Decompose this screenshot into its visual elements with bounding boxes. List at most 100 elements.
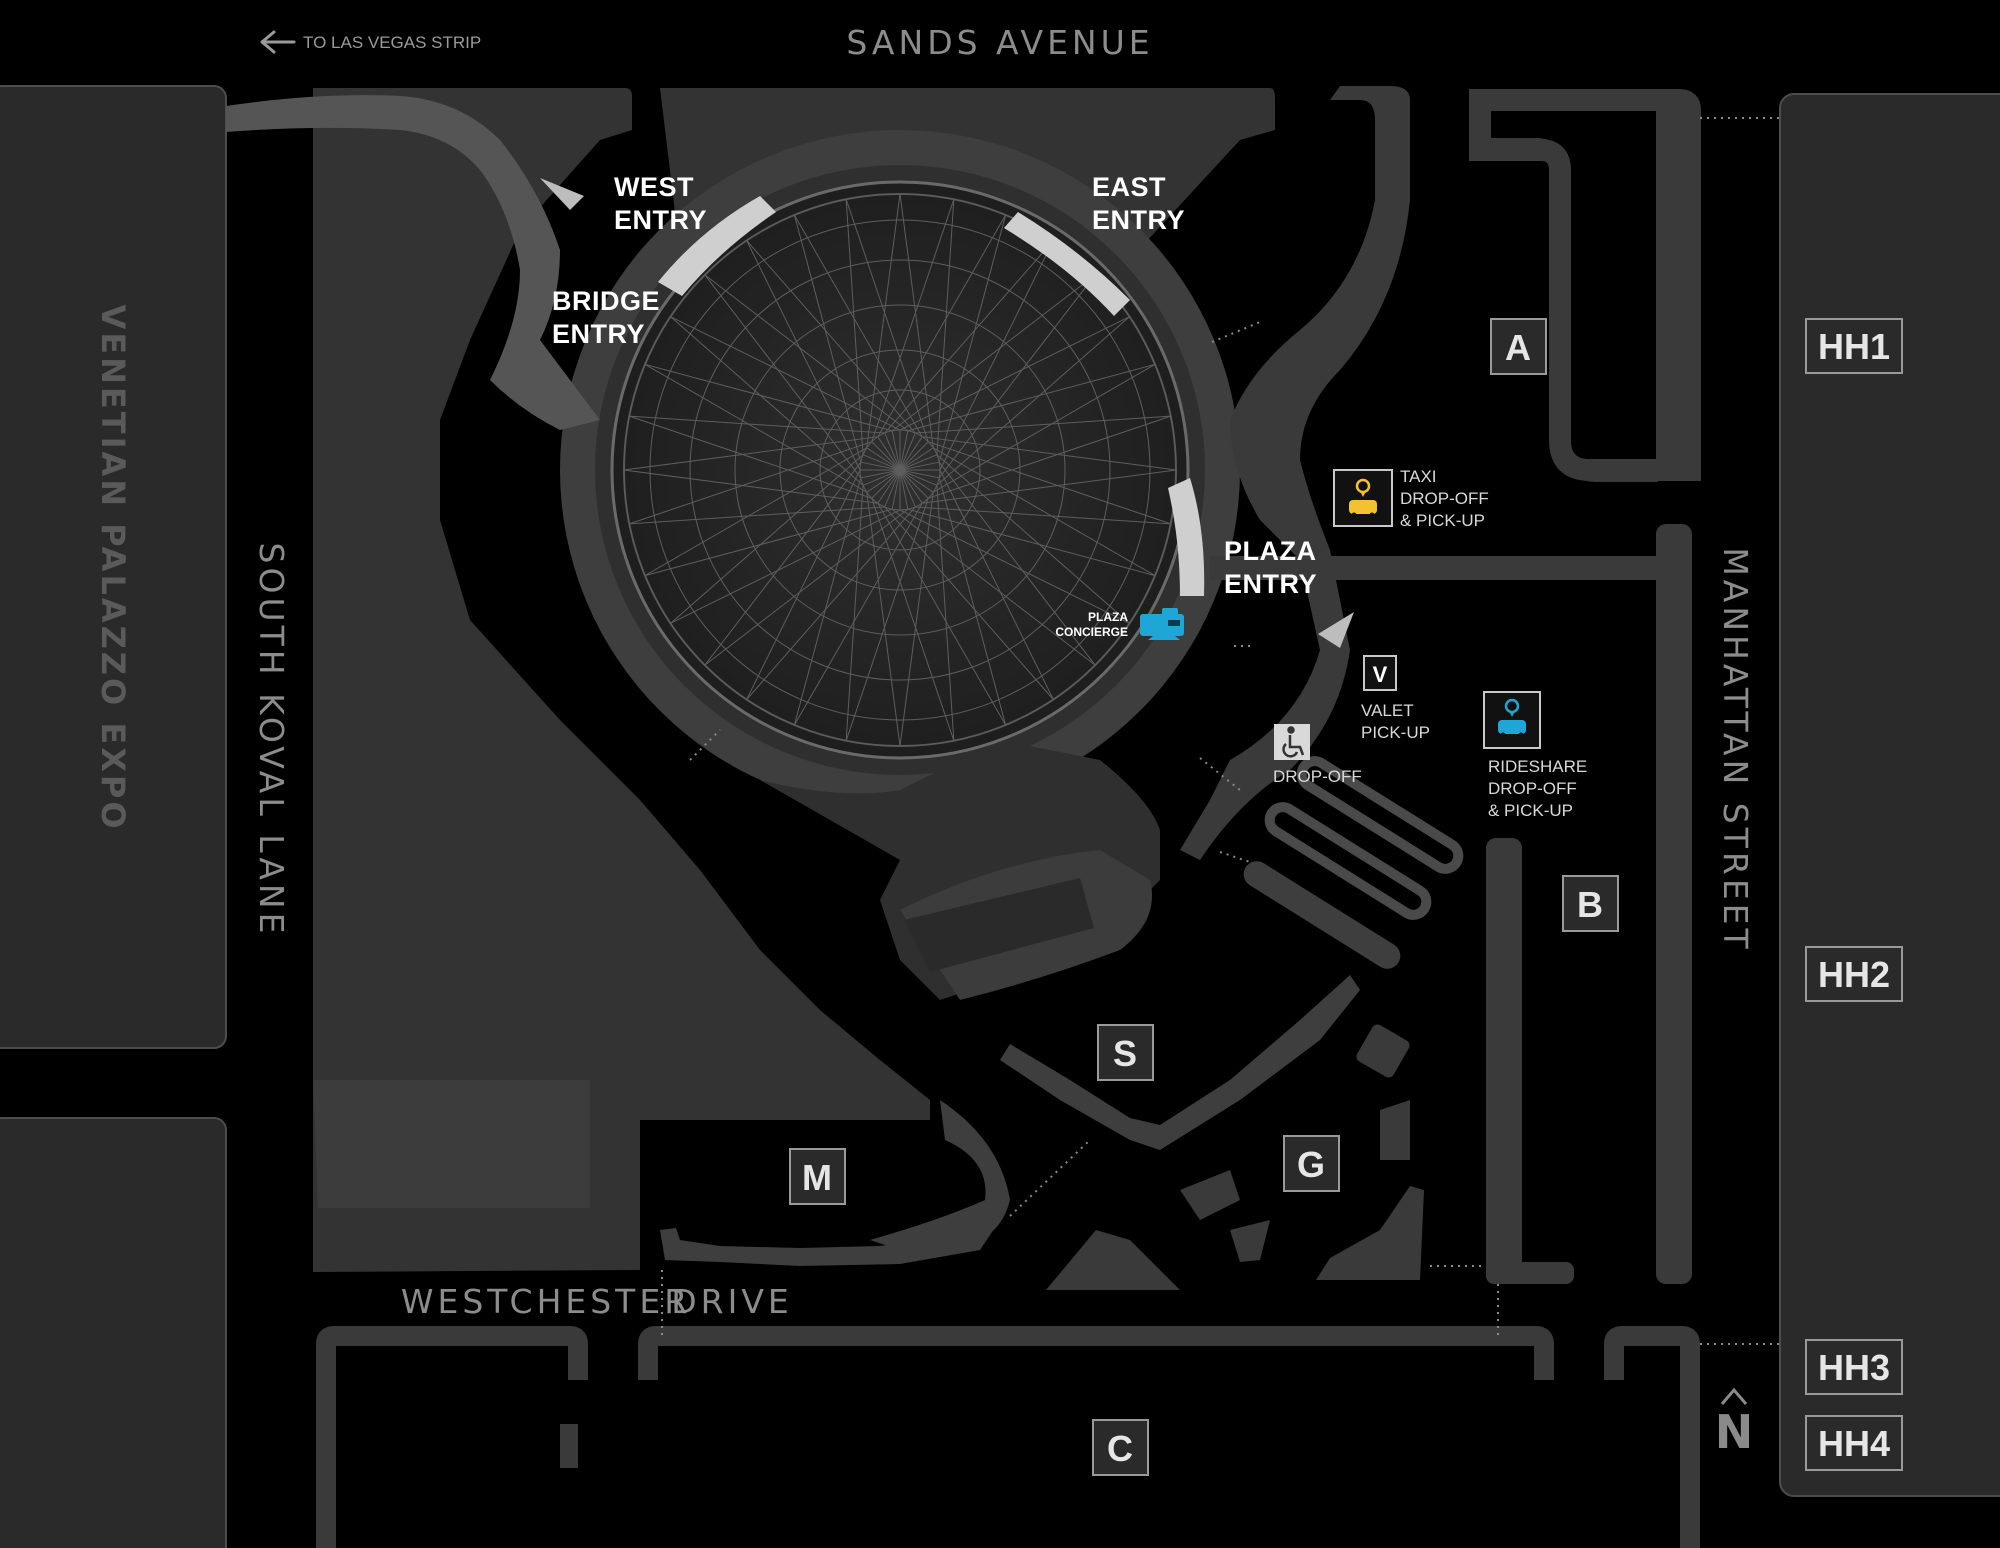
rideshare-label-3: & PICK-UP (1488, 801, 1573, 820)
east-drive (1180, 86, 1410, 860)
lot-m-label: M (802, 1157, 832, 1198)
lot-a-marker[interactable]: A (1490, 318, 1547, 375)
g-corner (1316, 1186, 1424, 1280)
lot-b-marker[interactable]: B (1562, 875, 1619, 932)
lot-c-label: C (1107, 1428, 1133, 1469)
lot-b-road (1486, 838, 1522, 1278)
g-block-1 (1356, 1024, 1410, 1078)
venetian-block-south (0, 1117, 227, 1548)
valet-stall-1 (1296, 756, 1464, 874)
lot-c-marker[interactable]: C (1092, 1419, 1149, 1476)
lot-hh3-label: HH3 (1818, 1347, 1890, 1388)
hh-block (1779, 93, 2000, 1497)
plaza-crosswalk (1318, 612, 1354, 648)
west-entry-label-2: ENTRY (614, 205, 707, 235)
lot-g-label: G (1297, 1144, 1325, 1185)
plaza-entry-label-1: PLAZA (1224, 536, 1317, 566)
sphere-dome (610, 180, 1190, 760)
east-road-b (1656, 524, 1692, 1284)
venetian-palazzo-expo-label: VENETIAN PALAZZO EXPO (94, 304, 132, 831)
taxi-label-3: & PICK-UP (1400, 511, 1485, 530)
g-triangle (1046, 1230, 1180, 1290)
lot-a-wall (1470, 100, 1658, 482)
to-strip-label: TO LAS VEGAS STRIP (303, 33, 481, 52)
g-block-4 (1230, 1220, 1270, 1262)
ramp-road-2 (870, 1100, 1010, 1250)
north-label: N (1715, 1405, 1754, 1459)
arrow-left-icon (260, 30, 296, 54)
north-arrow-icon (1720, 1387, 1748, 1405)
lot-sw-post (560, 1424, 578, 1468)
valet-badge (1363, 655, 1397, 691)
pedestrian-bridge (226, 95, 600, 430)
west-entry-label-1: WEST (614, 172, 694, 202)
rideshare-service[interactable]: RIDESHARE DROP-OFF & PICK-UP (1483, 691, 1587, 820)
g-block-3 (1180, 1170, 1240, 1220)
street-south-koval-lane: SOUTH KOVAL LANE (252, 543, 291, 938)
lot-m-marker[interactable]: M (789, 1148, 846, 1205)
lot-s-marker[interactable]: S (1097, 1024, 1154, 1081)
garage-roof (904, 878, 1094, 972)
lot-hh3-marker[interactable]: HH3 (1805, 1339, 1903, 1395)
rideshare-label-2: DROP-OFF (1488, 779, 1577, 798)
accessible-dropoff[interactable]: DROP-OFF (1273, 724, 1362, 786)
lot-hh1-label: HH1 (1818, 326, 1890, 367)
valet-badge-letter: V (1373, 662, 1388, 687)
street-sands-avenue: SANDS AVENUE (846, 23, 1153, 62)
lot-a-label: A (1505, 327, 1531, 368)
street-drive: DRIVE (671, 1282, 793, 1321)
lot-b-bottom (1486, 1262, 1574, 1284)
lot-sw-outline (316, 1326, 588, 1548)
to-strip-direction: TO LAS VEGAS STRIP (260, 30, 481, 54)
site-west-highlight (313, 1080, 590, 1208)
lot-hh4-marker[interactable]: HH4 (1805, 1415, 1903, 1471)
taxi-icon-box (1333, 469, 1393, 527)
wheelchair-icon (1282, 726, 1305, 758)
lot-hh1-marker[interactable]: HH1 (1805, 318, 1903, 374)
concierge-label-1: PLAZA (1088, 610, 1128, 624)
street-manhattan-street: MANHATTAN STREET (1716, 547, 1755, 952)
valet-label-1: VALET (1361, 701, 1414, 720)
plaza-entry-label-2: ENTRY (1224, 569, 1317, 599)
taxi-label-1: TAXI (1400, 467, 1437, 486)
concierge-desk-icon (1140, 608, 1184, 640)
bridge-entry-label-1: BRIDGE (552, 286, 660, 316)
rideshare-label-1: RIDESHARE (1488, 757, 1587, 776)
lot-g-marker[interactable]: G (1283, 1135, 1340, 1192)
lot-b-label: B (1577, 884, 1603, 925)
valet-stall-2 (1264, 802, 1432, 920)
west-entry-canopy (658, 196, 776, 296)
g-block-2 (1380, 1100, 1410, 1160)
lot-c-outline (638, 1326, 1554, 1380)
lot-c-inner (316, 1344, 1700, 1548)
street-westchester: WESTCHESTER (401, 1282, 691, 1321)
rideshare-icon (1498, 698, 1526, 738)
dotted-paths (661, 117, 1780, 1345)
taxi-label-2: DROP-OFF (1400, 489, 1489, 508)
east-entry-label-1: EAST (1092, 172, 1166, 202)
lot-s-label: S (1113, 1033, 1137, 1074)
east-road-a (1656, 100, 1692, 470)
lot-c-east (1604, 1326, 1700, 1548)
plaza-entry-canopy (1168, 478, 1205, 596)
valet-service[interactable]: V VALET PICK-UP (1361, 655, 1430, 742)
taxi-icon (1349, 478, 1377, 518)
venetian-block-north (0, 85, 227, 1049)
east-entry-label-2: ENTRY (1092, 205, 1185, 235)
lot-hh2-label: HH2 (1818, 954, 1890, 995)
bridge-crosswalk (540, 178, 584, 210)
lot-hh4-label: HH4 (1818, 1423, 1890, 1464)
east-entry-canopy (1004, 212, 1130, 316)
valet-label-2: PICK-UP (1361, 723, 1430, 742)
accessible-label: DROP-OFF (1273, 767, 1362, 786)
north-arrow: N (1715, 1387, 1754, 1459)
plaza-concierge[interactable]: PLAZA CONCIERGE (1055, 608, 1184, 640)
m-road (660, 1210, 1000, 1266)
concierge-label-2: CONCIERGE (1055, 625, 1128, 639)
taxi-service[interactable]: TAXI DROP-OFF & PICK-UP (1333, 467, 1489, 530)
ramp-road-1 (1000, 975, 1360, 1150)
lot-hh2-marker[interactable]: HH2 (1805, 946, 1903, 1002)
bridge-entry-label-2: ENTRY (552, 319, 645, 349)
valet-stall-3 (1243, 861, 1401, 969)
